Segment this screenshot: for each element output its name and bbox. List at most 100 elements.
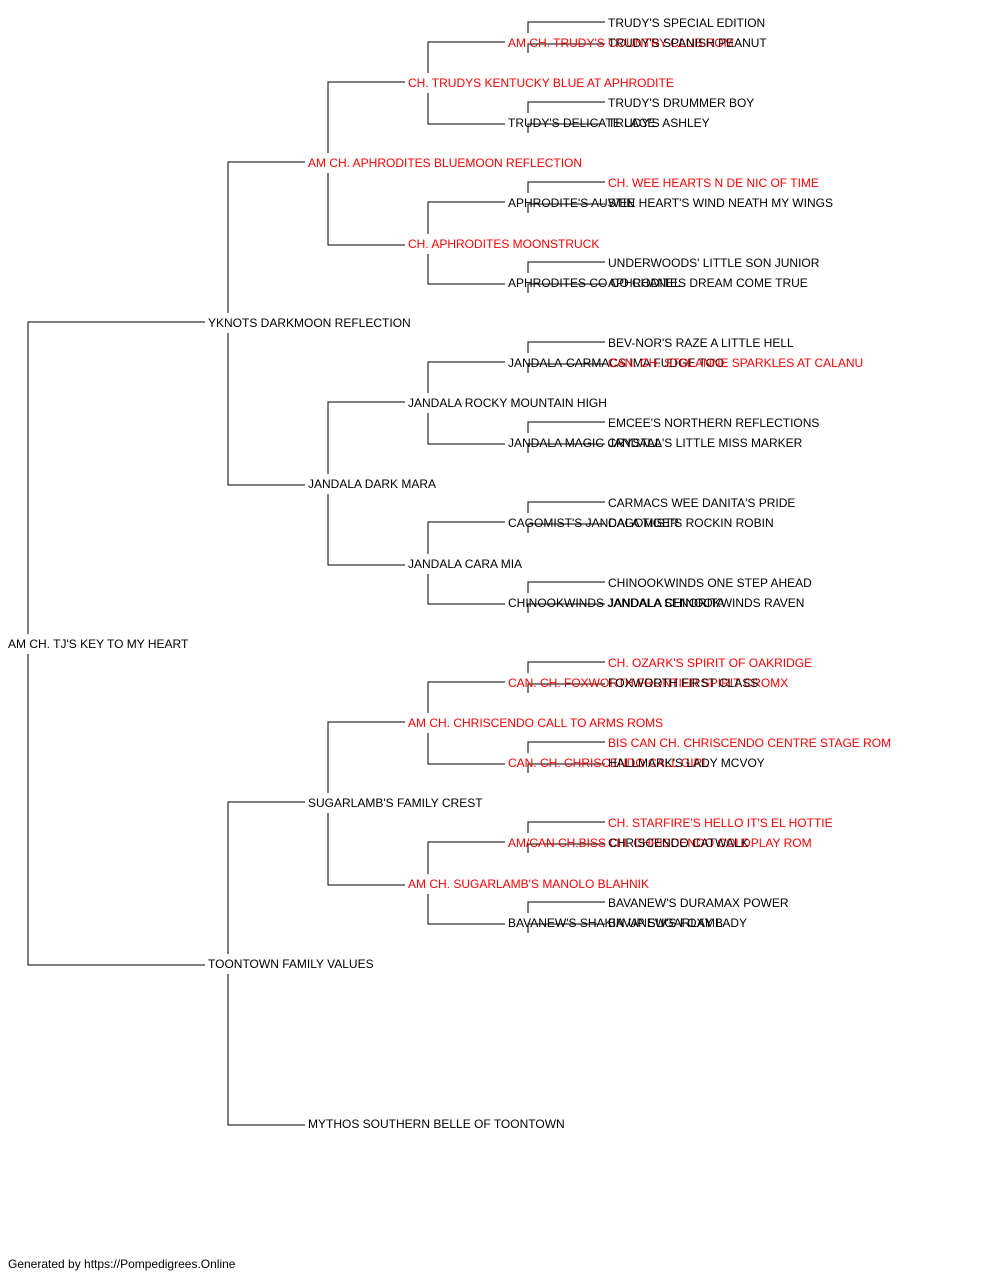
pedigree-connector <box>527 763 605 773</box>
ancestor-gen5: JANDALA MAGIC CRYSTAL <box>508 436 662 450</box>
pedigree-connector <box>527 123 605 133</box>
ancestor-gen6: CAN. CH. STOLANNE SPARKLES AT CALANU <box>608 356 863 370</box>
pedigree-connector <box>527 581 605 593</box>
pedigree-connector <box>527 261 605 273</box>
pedigree-connector <box>427 413 505 445</box>
ancestor-gen3: AM CH. APHRODITES BLUEMOON REFLECTION <box>308 156 582 170</box>
pedigree-connector <box>527 501 605 513</box>
ancestor-gen6: WEE HEART'S WIND NEATH MY WINGS <box>608 196 833 210</box>
pedigree-connector <box>327 721 405 793</box>
pedigree-connector <box>527 661 605 673</box>
ancestor-gen5: AM CH. TRUDY'S COUNTRY CLUB ROM <box>508 36 734 50</box>
dam-name: TOONTOWN FAMILY VALUES <box>208 957 374 971</box>
ancestor-gen6: CHINOOKWINDS ONE STEP AHEAD <box>608 576 812 590</box>
pedigree-connector <box>427 361 505 393</box>
ancestor-gen6: EMCEE'S NORTHERN REFLECTIONS <box>608 416 819 430</box>
ancestor-gen5: CHINOOKWINDS JANDALA SENORITA <box>508 596 724 610</box>
pedigree-connector <box>527 821 605 833</box>
pedigree-connector <box>427 574 505 605</box>
pedigree-labels: AM CH. TJ'S KEY TO MY HEART YKNOTS DARKMO… <box>8 16 891 1131</box>
pedigree-connector <box>527 283 605 293</box>
ancestor-gen3: JANDALA DARK MARA <box>308 477 436 491</box>
ancestor-gen6: JANDALA'S LITTLE MISS MARKER <box>608 436 803 450</box>
ancestor-gen6: JANDALA CHINOOKWINDS RAVEN <box>608 596 804 610</box>
ancestor-gen5: JANDALA-CARMACS IMA FUDGE TOO <box>508 356 724 370</box>
ancestor-gen5: AM/CAN CH.BISS CH. CHRISCENDO COLDPLAY R… <box>508 836 812 850</box>
ancestor-gen6: CHRISCENDO CATWALK <box>608 836 749 850</box>
ancestor-gen6: TRUDY'S ASHLEY <box>608 116 710 130</box>
subject-name: AM CH. TJ'S KEY TO MY HEART <box>8 637 189 651</box>
pedigree-connector <box>427 894 505 925</box>
ancestor-gen3: MYTHOS SOUTHERN BELLE OF TOONTOWN <box>308 1117 565 1131</box>
ancestor-gen6: FOXWORTH FIRST CLASS <box>608 676 758 690</box>
pedigree-connector <box>327 401 405 474</box>
pedigree-connector <box>527 741 605 753</box>
pedigree-connector <box>327 81 405 153</box>
ancestor-gen4: JANDALA CARA MIA <box>408 557 522 571</box>
pedigree-connector <box>527 203 605 213</box>
ancestor-gen6: BAVANEW'S DURAMAX POWER <box>608 896 789 910</box>
generated-by-footer: Generated by https://Pompedigrees.Online <box>8 1257 236 1271</box>
ancestor-gen6: TRUDY'S DRUMMER BOY <box>608 96 754 110</box>
ancestor-gen6: CARMACS WEE DANITA'S PRIDE <box>608 496 795 510</box>
ancestor-gen6: TRUDY'S SPECIAL EDITION <box>608 16 765 30</box>
ancestor-gen6: UNDERWOODS' LITTLE SON JUNIOR <box>608 256 820 270</box>
pedigree-connector <box>527 43 605 53</box>
ancestor-gen6: CH. STARFIRE'S HELLO IT'S EL HOTTIE <box>608 816 833 830</box>
pedigree-connector <box>527 421 605 433</box>
ancestor-gen6: TRUDY'S SPANISH PEANUT <box>608 36 767 50</box>
pedigree-connector <box>227 333 305 486</box>
pedigree-connector <box>327 813 405 886</box>
pedigree-connector <box>227 161 305 313</box>
pedigree-connector <box>527 603 605 613</box>
pedigree-connector <box>427 93 505 125</box>
pedigree-connector <box>527 21 605 33</box>
ancestor-gen6: BIS CAN CH. CHRISCENDO CENTRE STAGE ROM <box>608 736 891 750</box>
ancestor-gen4: AM CH. SUGARLAMB'S MANOLO BLAHNIK <box>408 877 649 891</box>
ancestor-gen5: CAN. CH. FOXWORTH FRONTIER SPIRIT CROMX <box>508 676 788 690</box>
pedigree-connector <box>527 363 605 373</box>
pedigree-connector <box>427 521 505 554</box>
sire-name: YKNOTS DARKMOON REFLECTION <box>208 316 411 330</box>
pedigree-connector <box>527 901 605 913</box>
pedigree-connector <box>327 173 405 246</box>
ancestor-gen4: AM CH. CHRISCENDO CALL TO ARMS ROMS <box>408 716 663 730</box>
ancestor-gen6: APHRODITES DREAM COME TRUE <box>608 276 808 290</box>
pedigree-connector <box>427 841 505 874</box>
ancestor-gen4: CH. TRUDYS KENTUCKY BLUE AT APHRODITE <box>408 76 674 90</box>
ancestor-gen6: CH. OZARK'S SPIRIT OF OAKRIDGE <box>608 656 812 670</box>
ancestor-gen3: SUGARLAMB'S FAMILY CREST <box>308 796 483 810</box>
pedigree-connector <box>527 683 605 693</box>
ancestor-gen5: CAN. CH. CHRISCENDO CALL GIRL <box>508 756 709 770</box>
pedigree-connector <box>527 341 605 353</box>
pedigree-connector <box>227 974 305 1126</box>
ancestor-gen6: HALLMARK'S LADY MCVOY <box>608 756 765 770</box>
pedigree-connector <box>527 101 605 113</box>
connector-lines <box>27 21 605 1126</box>
ancestor-gen6: BAVANEW'S FOXY LADY <box>608 916 747 930</box>
ancestor-gen5: TRUDY'S DELICATE LACE <box>508 116 655 130</box>
pedigree-connector <box>527 923 605 933</box>
ancestor-gen5: APHRODITE'S AUSTIN <box>508 196 635 210</box>
pedigree-connector <box>427 733 505 765</box>
ancestor-gen4: JANDALA ROCKY MOUNTAIN HIGH <box>408 396 607 410</box>
pedigree-connector <box>27 654 205 966</box>
ancestor-gen6: CH. WEE HEARTS N DE NIC OF TIME <box>608 176 819 190</box>
pedigree-connector <box>527 843 605 853</box>
pedigree-connector <box>427 41 505 73</box>
ancestor-gen5: BAVANEW'S SHAKIN UP SUGARLAMB <box>508 916 723 930</box>
ancestor-gen4: CH. APHRODITES MOONSTRUCK <box>408 237 599 251</box>
pedigree-connector <box>527 443 605 453</box>
pedigree-connector <box>27 321 205 634</box>
pedigree-connector <box>427 201 505 234</box>
pedigree-connector <box>527 523 605 533</box>
pedigree-connector <box>527 181 605 193</box>
pedigree-connector <box>427 254 505 285</box>
pedigree-connector <box>327 494 405 566</box>
ancestor-gen5: CAGOMIST'S JANDALA TIGER <box>508 516 679 530</box>
pedigree-connector <box>227 801 305 954</box>
ancestor-gen5: APHRODITES CO CO CHANEL <box>508 276 681 290</box>
pedigree-connector <box>427 681 505 713</box>
